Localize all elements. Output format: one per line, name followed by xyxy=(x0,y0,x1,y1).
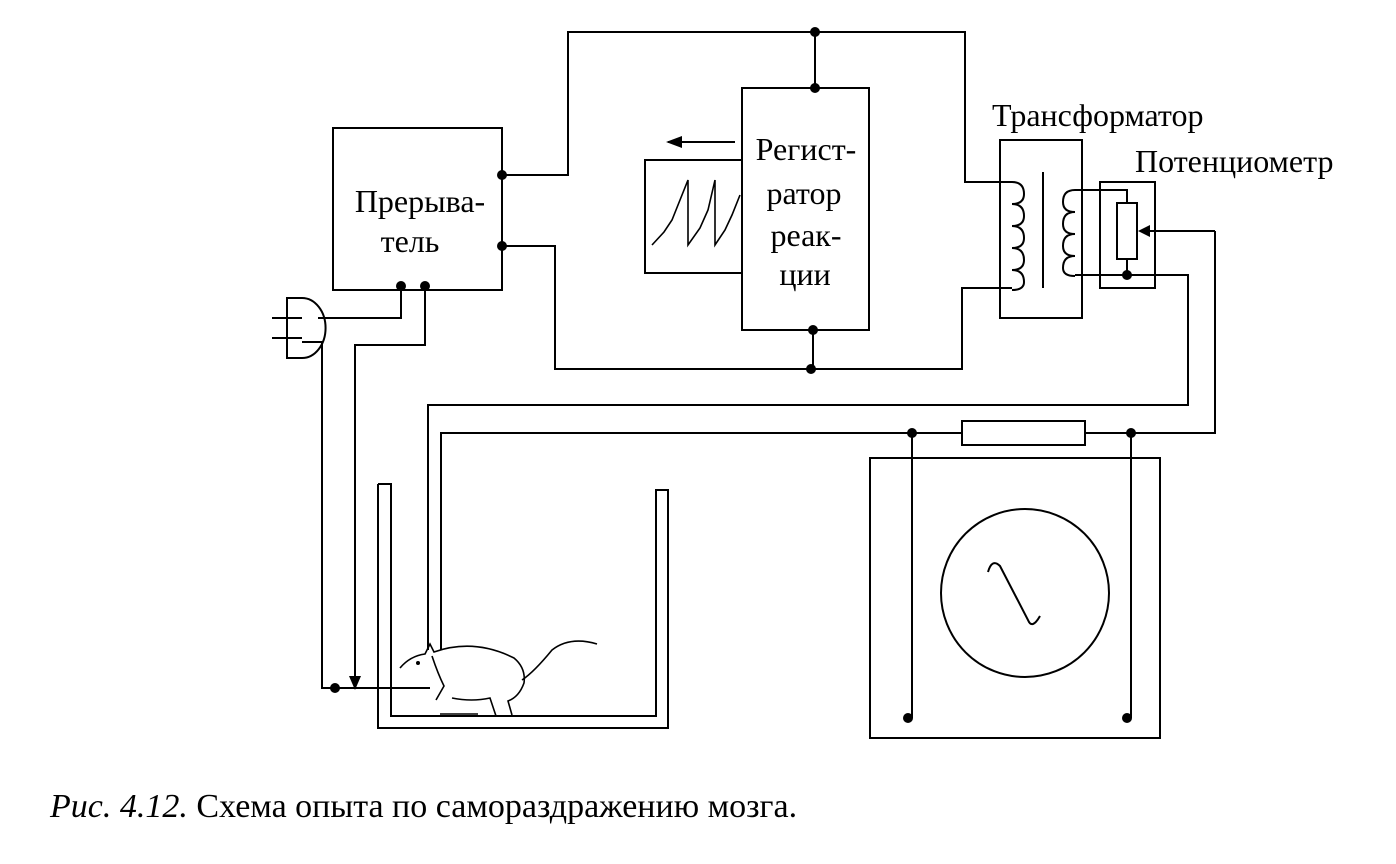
interrupter-label-line1: Прерыва- xyxy=(355,183,485,219)
potentiometer-label: Потенциометр xyxy=(1135,143,1333,179)
cage xyxy=(377,483,669,729)
figure-number: Рис. 4.12. xyxy=(50,788,188,825)
interrupter-label-line2: тель xyxy=(381,223,440,259)
plug xyxy=(272,286,430,690)
transformer-label: Трансформатор xyxy=(992,97,1203,133)
wiper-arrow-icon xyxy=(1138,225,1150,237)
arrow-left-icon xyxy=(666,136,682,148)
recording-strip xyxy=(644,136,742,274)
recorder-label-line3: реак- xyxy=(771,217,842,253)
recorder-label-line4: ции xyxy=(779,256,830,292)
recorder-label-line2: ратор xyxy=(767,175,842,211)
potentiometer: Потенциометр xyxy=(1075,143,1333,289)
figure-caption-text: Схема опыта по самораздражению мозга. xyxy=(196,788,798,825)
transformer: Трансформатор xyxy=(992,97,1203,319)
resistor xyxy=(961,420,1086,446)
arrow-down-icon xyxy=(349,676,361,690)
interrupter-box: Прерыва- тель xyxy=(332,127,503,291)
rat-figure xyxy=(399,640,598,717)
junction-dots xyxy=(330,27,1136,723)
lower-wires xyxy=(427,231,1216,650)
figure-caption: Рис. 4.12. Схема опыта по самораздражени… xyxy=(50,788,797,826)
meter xyxy=(869,433,1161,739)
recorder-box: Регист- ратор реак- ции xyxy=(741,87,870,331)
recorder-loop-wires xyxy=(502,31,1000,370)
recorder-label-line1: Регист- xyxy=(756,131,857,167)
